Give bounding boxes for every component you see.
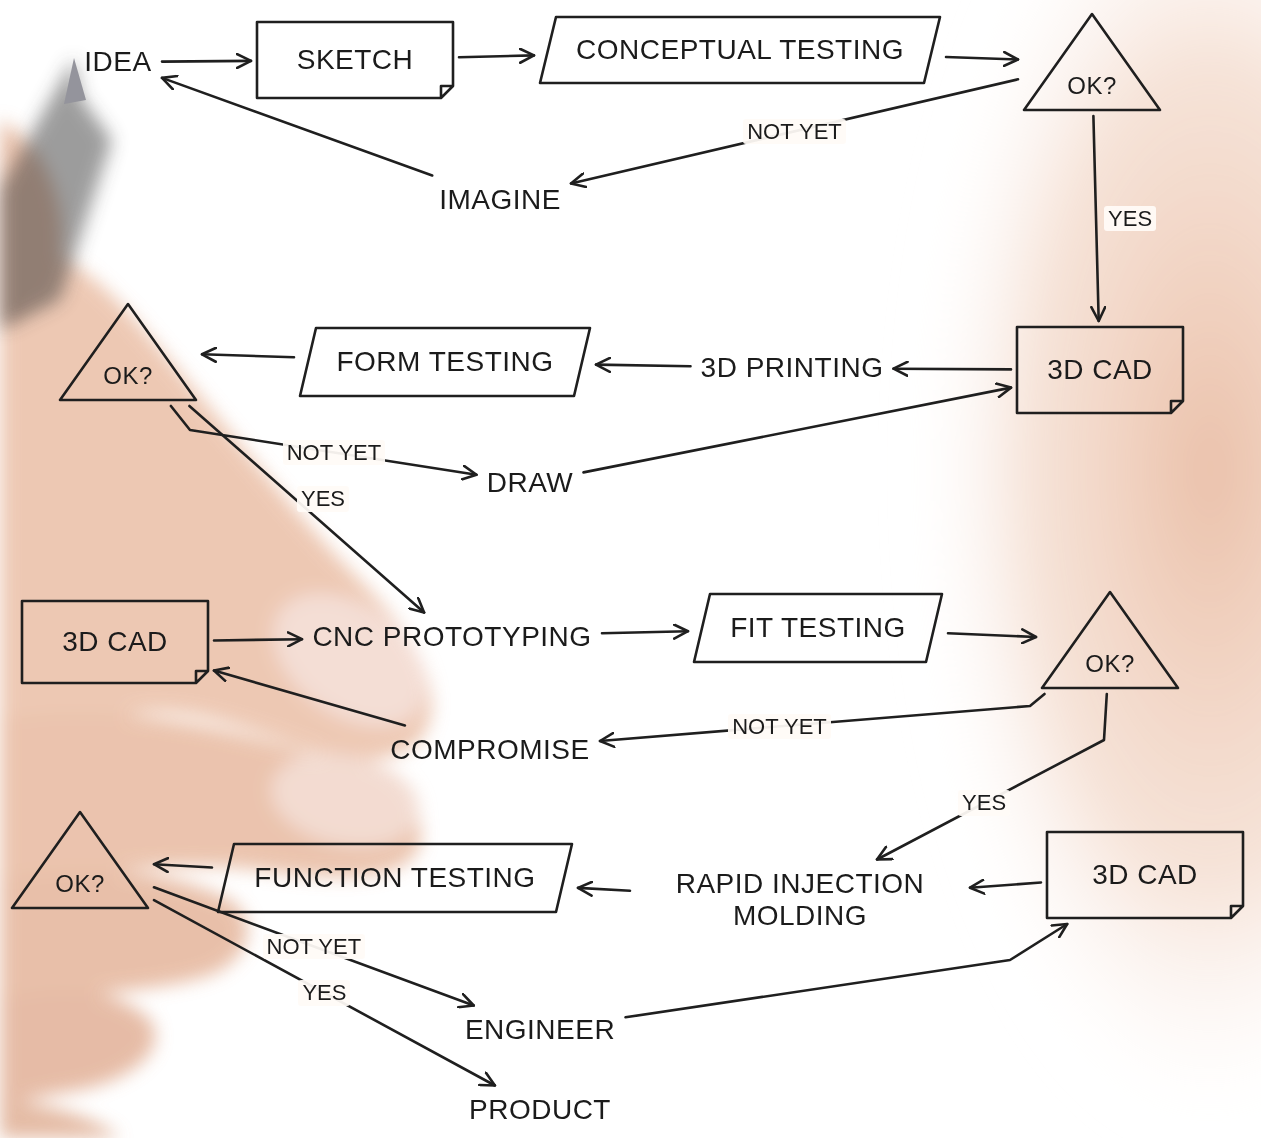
branch-label: YES [1104, 206, 1156, 231]
node-label: FIT TESTING [730, 612, 906, 644]
flow-arrow [584, 388, 1012, 473]
testing-box: FIT TESTING [692, 592, 944, 664]
node-label: OK? [1067, 72, 1117, 100]
step-text: PRODUCT [465, 1092, 615, 1129]
flow-arrow [162, 78, 432, 176]
node-label: 3D CAD [1047, 354, 1153, 386]
outline-stroke [1042, 592, 1178, 688]
branch-label: YES [297, 486, 349, 511]
outline-stroke [218, 844, 572, 912]
node-label: 3D PRINTING [701, 352, 884, 384]
flow-arrow [970, 883, 1041, 888]
node-label: 3D CAD [62, 626, 168, 658]
flow-arrow [626, 924, 1068, 1017]
node-label: PRODUCT [469, 1094, 611, 1126]
decision-triangle: OK? [1022, 12, 1162, 112]
flow-arrow [214, 639, 302, 640]
step-text: IDEA [80, 44, 156, 81]
outline-stroke [257, 22, 453, 98]
flow-arrow [600, 694, 1045, 741]
flow-arrow [154, 864, 212, 867]
node-label: ENGINEER [465, 1014, 615, 1046]
node-label: IMAGINE [439, 184, 561, 216]
flow-arrow [946, 57, 1018, 60]
marker-pen [0, 58, 112, 330]
node-label: DRAW [487, 467, 574, 499]
cad-box: 3D CAD [1015, 325, 1185, 415]
outline-stroke [22, 601, 208, 683]
flow-arrow [154, 900, 495, 1085]
node-label: FUNCTION TESTING [254, 862, 535, 894]
node-label: RAPID INJECTION MOLDING [640, 868, 960, 932]
node-label: OK? [55, 870, 105, 898]
branch-label: NOT YET [283, 440, 386, 465]
node-label: COMPROMISE [390, 734, 589, 766]
flow-arrow [894, 367, 1012, 370]
step-text: DRAW [483, 465, 578, 502]
testing-box: CONCEPTUAL TESTING [538, 15, 942, 85]
pen-body [0, 58, 112, 330]
outline-stroke [1017, 327, 1183, 413]
node-label: SKETCH [297, 44, 414, 76]
branch-label: YES [958, 790, 1010, 815]
step-text: COMPROMISE [386, 732, 594, 769]
branch-label: NOT YET [728, 714, 831, 739]
branch-label: YES [298, 980, 350, 1005]
flow-arrow [948, 633, 1036, 637]
flow-arrow [596, 365, 691, 367]
outline-stroke [1024, 14, 1160, 110]
flow-arrow [162, 60, 251, 63]
testing-box: FORM TESTING [298, 326, 592, 398]
outline-stroke [12, 812, 148, 908]
index-nail [249, 566, 451, 754]
outline-stroke [1047, 832, 1243, 918]
flow-arrow [459, 55, 534, 57]
flow-arrow [214, 671, 405, 726]
flow-arrow [602, 631, 688, 633]
flow-arrow [154, 887, 474, 1005]
flow-arrow [877, 694, 1107, 860]
ring-finger [0, 870, 247, 1010]
decision-triangle: OK? [10, 810, 150, 910]
outline-stroke [694, 594, 942, 662]
decision-triangle: OK? [1040, 590, 1180, 690]
flow-arrow [189, 406, 424, 613]
pen-tip [64, 58, 86, 104]
step-text: RAPID INJECTION MOLDING [636, 866, 964, 935]
cad-box: 3D CAD [1045, 830, 1245, 920]
node-label: CONCEPTUAL TESTING [576, 34, 904, 66]
outline-stroke [60, 304, 196, 400]
step-text: ENGINEER [461, 1012, 620, 1049]
node-label: FORM TESTING [336, 346, 553, 378]
node-label: 3D CAD [1092, 859, 1198, 891]
flow-arrow [578, 888, 630, 891]
outline-stroke [540, 17, 940, 83]
node-label: OK? [103, 362, 153, 390]
flow-arrow [571, 79, 1018, 183]
little-finger [0, 990, 155, 1110]
flow-arrow [202, 354, 294, 357]
step-text: CNC PROTOTYPING [308, 619, 596, 656]
step-text: IMAGINE [435, 182, 565, 219]
branch-label: NOT YET [263, 934, 366, 959]
testing-box: FUNCTION TESTING [216, 842, 574, 914]
flow-arrow [1093, 116, 1098, 321]
decision-triangle: OK? [58, 302, 198, 402]
branch-label: NOT YET [743, 119, 846, 144]
node-label: IDEA [84, 46, 151, 78]
step-text: 3D PRINTING [697, 350, 888, 387]
cad-box: SKETCH [255, 20, 455, 100]
node-label: OK? [1085, 650, 1135, 678]
flow-arrow [171, 406, 477, 475]
node-label: CNC PROTOTYPING [312, 621, 591, 653]
palm [0, 1100, 120, 1138]
cad-box: 3D CAD [20, 599, 210, 685]
outline-stroke [300, 328, 590, 396]
